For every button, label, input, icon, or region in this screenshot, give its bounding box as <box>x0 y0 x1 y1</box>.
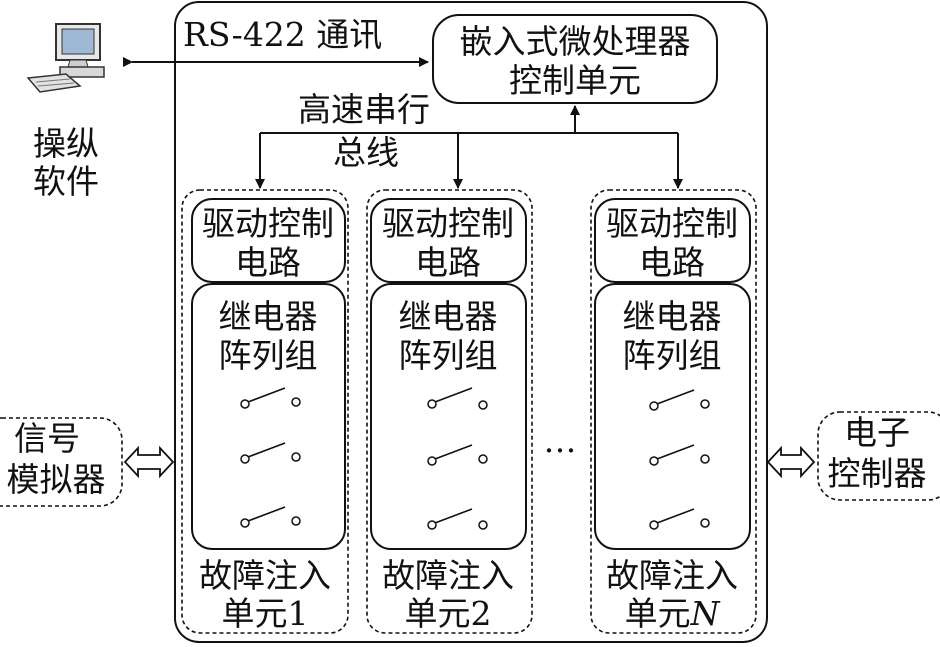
unit-name-suffix: N <box>690 594 721 633</box>
bus-label-line1: 高速串行 <box>298 90 430 129</box>
relay-switch-icon <box>427 508 488 530</box>
unit-name-suffix: 1 <box>288 594 309 633</box>
computer-label-line2: 软件 <box>33 162 99 201</box>
driver-label-line1: 驱动控制 <box>606 204 738 243</box>
unit-name-line1: 故障注入 <box>199 556 331 595</box>
computer-label-line1: 操纵 <box>33 124 99 163</box>
controller-line1: 嵌入式微处理器 <box>460 22 691 61</box>
electronic-controller-line1: 电子 <box>844 413 910 452</box>
electronic-controller-line2: 控制器 <box>828 454 927 493</box>
bus-label-line2: 总线 <box>333 133 399 172</box>
relay-switch-icon <box>427 387 488 410</box>
unit-name-line2: 单元2 <box>405 594 492 633</box>
relay-switch-icon <box>240 506 301 528</box>
relay-label-line2: 阵列组 <box>399 336 498 375</box>
driver-label-line2: 电路 <box>415 243 481 282</box>
relay-switch-icon <box>649 508 710 530</box>
serial-bus <box>255 105 683 189</box>
relay-array-box <box>191 283 346 550</box>
electronic-controller: 电子 控制器 <box>817 411 940 501</box>
driver-circuit-box <box>191 198 346 283</box>
unit-name-line2: 单元1 <box>222 594 309 633</box>
relay-label-line1: 继电器 <box>623 297 722 336</box>
fault-injection-unit-2: 驱动控制 电路 继电器 阵列组 故障注入 单元2 <box>366 189 533 634</box>
more-units-ellipsis: … <box>544 421 577 460</box>
driver-circuit-box <box>370 198 527 283</box>
relay-label-line1: 继电器 <box>399 297 498 336</box>
relay-switch-icon <box>649 444 710 466</box>
unit-name-line2: 单元N <box>625 594 721 633</box>
controller-box <box>432 14 718 104</box>
unit-name-prefix: 单元 <box>405 594 471 633</box>
relay-label-line1: 继电器 <box>219 297 318 336</box>
double-arrow-icon <box>123 445 175 479</box>
relay-label-line2: 阵列组 <box>219 336 318 375</box>
unit-name-prefix: 单元 <box>222 594 288 633</box>
relay-array-box <box>370 283 527 550</box>
relay-array-box <box>594 283 751 550</box>
unit-name-suffix: 2 <box>471 594 492 633</box>
driver-label-line1: 驱动控制 <box>202 204 334 243</box>
relay-switch-icon <box>240 442 301 464</box>
double-arrow-icon <box>766 445 816 479</box>
unit-name-line1: 故障注入 <box>382 556 514 595</box>
relay-switch-icon <box>649 389 710 411</box>
relay-label-line2: 阵列组 <box>623 336 722 375</box>
relay-switch-icon <box>240 387 301 409</box>
driver-label-line2: 电路 <box>639 243 705 282</box>
signal-simulator-line1: 信号 <box>14 419 80 458</box>
driver-circuit-box <box>594 198 751 283</box>
relay-switch-icon <box>427 444 488 466</box>
system-frame <box>174 1 768 643</box>
rs422-label: RS-422 通讯 <box>183 15 382 54</box>
fault-injection-unit-1: 驱动控制 电路 继电器 阵列组 故障注入 单元1 <box>181 189 349 634</box>
signal-simulator-line2: 模拟器 <box>7 460 106 499</box>
driver-label-line1: 驱动控制 <box>382 204 514 243</box>
unit-name-line1: 故障注入 <box>606 556 738 595</box>
controller-line2: 控制单元 <box>509 61 641 100</box>
signal-simulator: 信号 模拟器 <box>0 417 123 507</box>
driver-label-line2: 电路 <box>235 243 301 282</box>
desktop-computer-icon <box>26 23 105 93</box>
fault-injection-unit-n: 驱动控制 电路 继电器 阵列组 故障注入 单元N <box>590 189 757 634</box>
unit-name-prefix: 单元 <box>625 594 691 633</box>
